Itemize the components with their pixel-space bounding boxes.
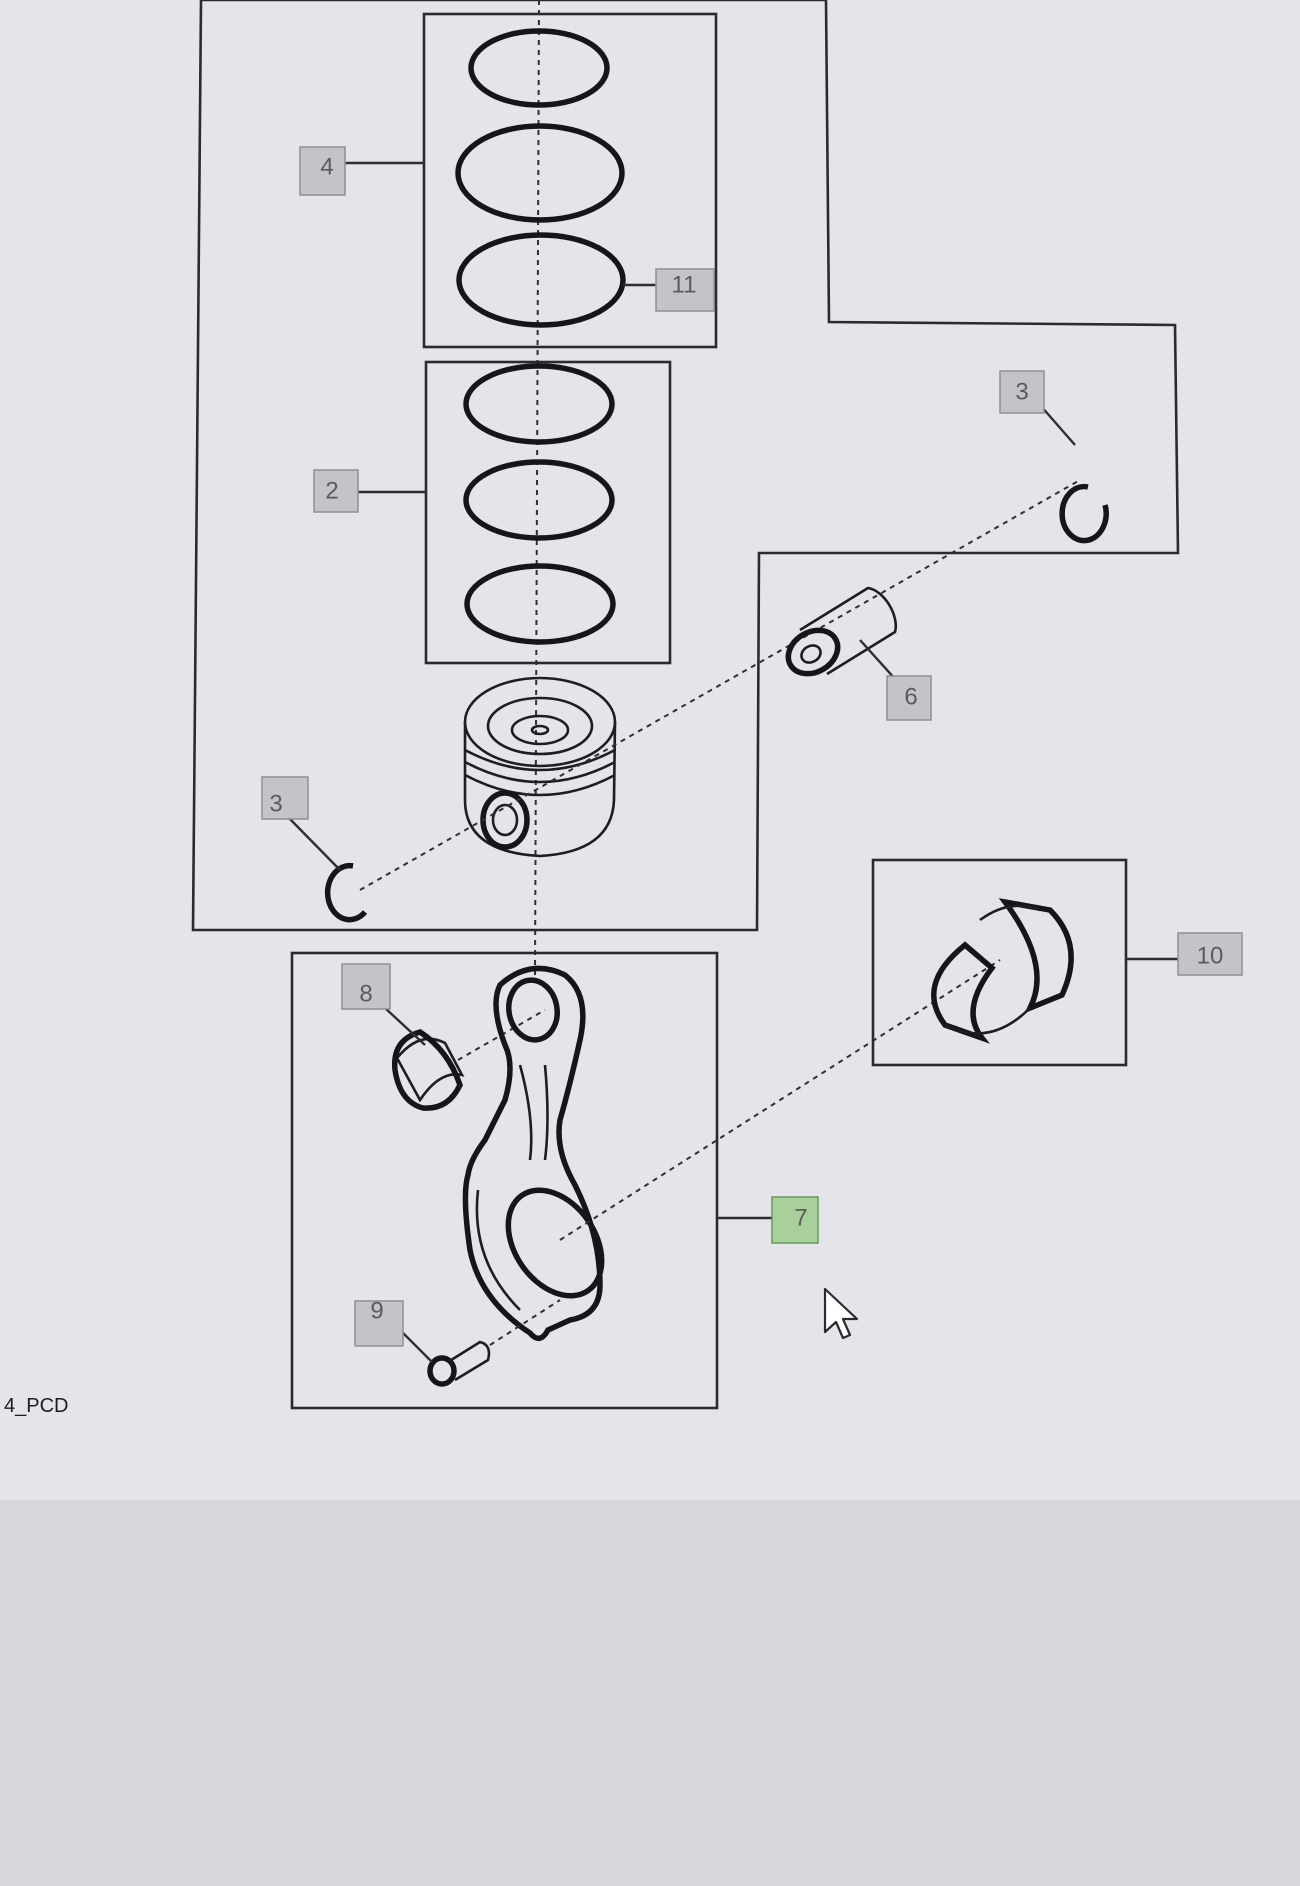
leader-3-left bbox=[287, 816, 341, 871]
bolt-axis bbox=[489, 1299, 561, 1346]
bearing-axis bbox=[559, 959, 1001, 1241]
snap-ring-left bbox=[324, 862, 368, 923]
center-axis bbox=[534, 0, 540, 976]
piston-pin-axis bbox=[359, 479, 1081, 891]
svg-text:4: 4 bbox=[320, 154, 333, 181]
svg-text:11: 11 bbox=[672, 272, 697, 299]
callout-3-left[interactable]: 3 bbox=[261, 776, 309, 820]
callout-11[interactable]: 11 bbox=[655, 268, 715, 312]
bearing-shells-frame bbox=[871, 858, 1128, 1067]
figure-code-label: 4_PCD bbox=[4, 1395, 68, 1417]
leader-9 bbox=[399, 1329, 433, 1363]
piston-ring bbox=[463, 459, 615, 541]
svg-text:6: 6 bbox=[904, 684, 917, 711]
piston-ring bbox=[456, 232, 626, 328]
callout-8[interactable]: 8 bbox=[341, 963, 391, 1010]
svg-text:7: 7 bbox=[794, 1205, 807, 1232]
piston-ring bbox=[455, 123, 625, 223]
svg-text:10: 10 bbox=[1197, 943, 1224, 970]
mouse-pointer-icon bbox=[823, 1287, 859, 1340]
leader-3-right bbox=[1039, 404, 1076, 446]
piston-group-outline bbox=[191, 0, 1180, 932]
snap-ring-right bbox=[1059, 483, 1109, 544]
connecting-rod bbox=[462, 965, 605, 1341]
piston-ring bbox=[464, 563, 616, 645]
piston-pin bbox=[785, 586, 898, 677]
screen-lower-area bbox=[0, 1500, 1300, 1886]
piston-ring bbox=[468, 28, 610, 108]
callout-3-right[interactable]: 3 bbox=[999, 370, 1045, 414]
piston bbox=[463, 676, 617, 858]
svg-text:8: 8 bbox=[359, 981, 372, 1008]
callout-9[interactable]: 9 bbox=[354, 1298, 404, 1347]
leader-8 bbox=[384, 1007, 426, 1046]
callout-2[interactable]: 2 bbox=[313, 469, 359, 513]
callout-4[interactable]: 4 bbox=[299, 146, 346, 196]
connecting-rod-bolt bbox=[427, 1340, 491, 1387]
bearing-shells bbox=[931, 898, 1074, 1044]
callout-7-selected[interactable]: 7 bbox=[771, 1196, 819, 1244]
ring-set-2-frame bbox=[424, 360, 672, 665]
drawing-canvas bbox=[0, 0, 1300, 1500]
ring-set-4-frame bbox=[422, 12, 718, 349]
svg-text:3: 3 bbox=[1015, 379, 1028, 406]
piston-ring bbox=[463, 363, 615, 445]
callout-6[interactable]: 6 bbox=[886, 675, 932, 721]
connecting-rod-frame bbox=[290, 951, 719, 1410]
svg-text:9: 9 bbox=[370, 1298, 383, 1325]
svg-text:3: 3 bbox=[269, 791, 282, 818]
callout-10[interactable]: 10 bbox=[1177, 932, 1243, 976]
svg-text:2: 2 bbox=[325, 478, 338, 505]
small-end-bushing bbox=[391, 1029, 465, 1111]
